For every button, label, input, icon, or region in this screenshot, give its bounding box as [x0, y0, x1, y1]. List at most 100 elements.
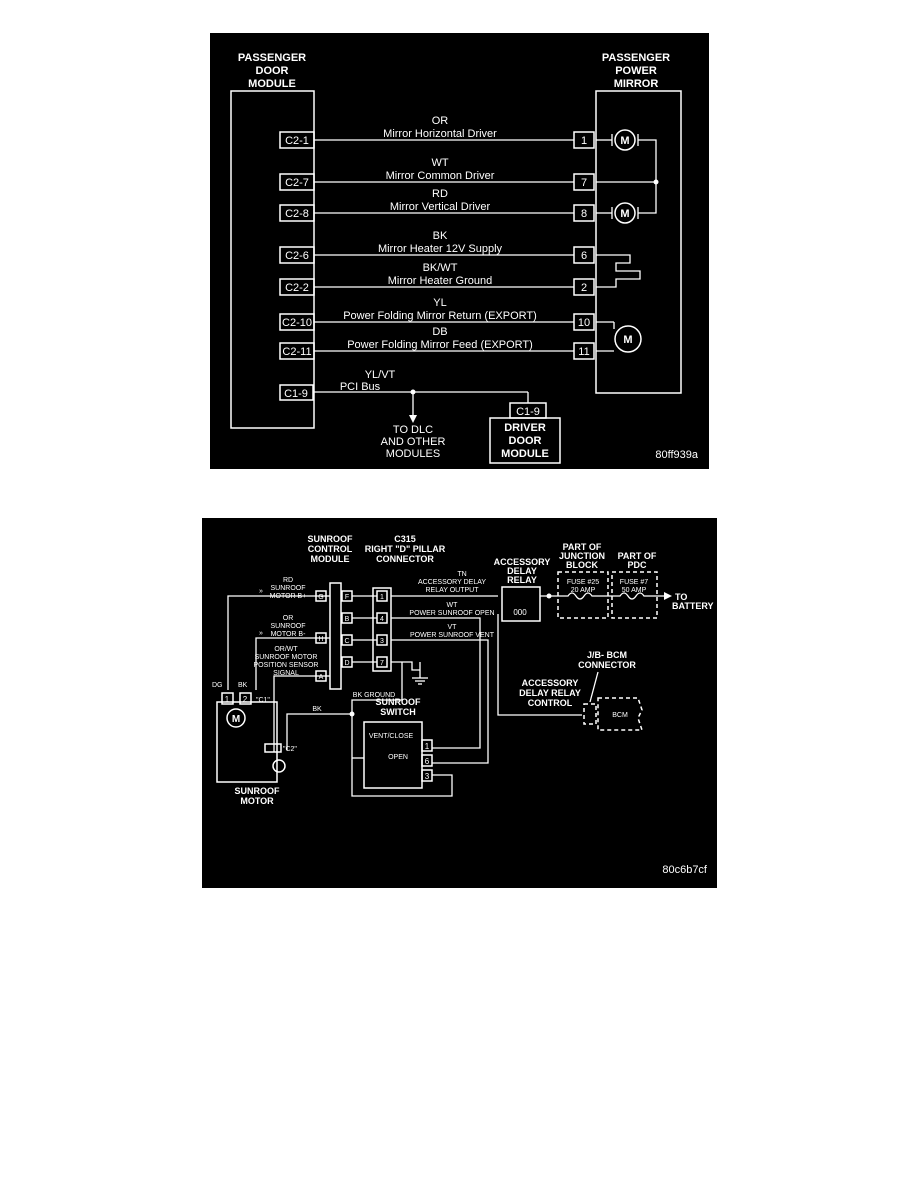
- relay-control-1: ACCESSORY: [522, 678, 579, 688]
- pin-label-right: 10: [578, 317, 590, 329]
- pin-label-left: C2-10: [282, 317, 312, 329]
- wire-color-label: BK/WT: [423, 262, 458, 274]
- relay-title-3: RELAY: [507, 575, 537, 585]
- pin-label-right: 6: [581, 250, 587, 262]
- pin-box-right: [573, 204, 595, 222]
- wire-name-label: Mirror Horizontal Driver: [383, 128, 497, 140]
- switch-title-1: SUNROOF: [376, 697, 422, 707]
- figure-id-1: 80ff939a: [655, 449, 699, 461]
- module-pin-label-right: F: [345, 594, 349, 601]
- pdc-title-1: PART OF: [618, 551, 657, 561]
- junction-title-3: BLOCK: [566, 560, 598, 570]
- pin-box-left: [279, 278, 315, 296]
- module-pin-label: A: [319, 674, 324, 681]
- connector-pin-label: 3: [380, 638, 384, 645]
- vent-close-label: VENT/CLOSE: [369, 733, 414, 740]
- motor-caption-1: SUNROOF: [235, 786, 281, 796]
- motor-label-horizontal: M: [620, 135, 629, 147]
- switch-pin-6: [421, 754, 433, 767]
- wt-label-1: WT: [447, 602, 459, 609]
- horizontal-motor: M: [596, 129, 657, 214]
- fuse25-symbol: [558, 592, 612, 600]
- tn-label-2: ACCESSORY DELAY: [418, 579, 486, 586]
- motor-pin-2-label: 2: [243, 695, 248, 704]
- dlc-text-2: AND OTHER: [381, 436, 446, 448]
- junction-title-1: PART OF: [563, 542, 602, 552]
- pin-box-left: [279, 246, 315, 264]
- fuse25-label-2: 20 AMP: [571, 587, 596, 594]
- bk-label-motor: BK: [238, 682, 248, 689]
- dlc-text-3: MODULES: [386, 448, 440, 460]
- control-module-title-3: MODULE: [311, 554, 350, 564]
- vertical-motor: M: [596, 202, 639, 224]
- junction-block-box: [557, 571, 609, 619]
- pin-c1-9-left: [279, 384, 314, 401]
- connector-title-3: CONNECTOR: [376, 554, 434, 564]
- mirror-wiring-svg: PASSENGER DOOR MODULE PASSENGER POWER MI…: [230, 52, 699, 464]
- rd-label-2: SUNROOF: [271, 585, 306, 592]
- module-pin-label: G: [318, 594, 323, 601]
- module-pin-label-right: B: [345, 616, 350, 623]
- motor-symbol: [226, 708, 246, 728]
- connector-title-2: RIGHT "D" PILLAR: [365, 544, 446, 554]
- pci-bus: C1-9 YL/VT PCI Bus C1-9 DRIVER DOOR MODU…: [279, 369, 561, 464]
- wire-name-label: Mirror Vertical Driver: [390, 201, 491, 213]
- tn-label-3: RELAY OUTPUT: [425, 587, 479, 594]
- pin-box-left: [279, 313, 315, 331]
- bus-name-label: PCI Bus: [340, 381, 381, 393]
- motor-label-folding: M: [623, 334, 632, 346]
- motor-pin-2: [239, 692, 252, 705]
- passenger-power-mirror-box: [595, 90, 682, 394]
- control-module-pins: G H A F B C D: [315, 590, 353, 682]
- c315-connector-body: [372, 587, 392, 672]
- relay-coil: 000: [513, 608, 527, 617]
- wire-color-label: WT: [431, 157, 448, 169]
- sunroof-motor-box: [216, 701, 278, 783]
- bk-ground-label: BK GROUND: [353, 692, 395, 699]
- relay-title-1: ACCESSORY: [494, 557, 551, 567]
- relay-control-3: CONTROL: [528, 698, 573, 708]
- figure-id-2: 80c6b7cf: [662, 864, 708, 876]
- motor-label-vertical: M: [620, 208, 629, 220]
- pin-c1-9-left-label: C1-9: [284, 388, 308, 400]
- wire-color-label: YL: [433, 297, 446, 309]
- bcm-connector-2: CONNECTOR: [578, 660, 636, 670]
- driver-door-module-box: [489, 417, 561, 464]
- pin-label-right: 8: [581, 208, 587, 220]
- connector-pin-label: 7: [380, 660, 384, 667]
- rd-label-1: RD: [283, 577, 293, 584]
- pin-box-left: [279, 131, 315, 149]
- mirror-wiring-diagram: PASSENGER DOOR MODULE PASSENGER POWER MI…: [210, 33, 709, 469]
- module-pin-label-right: D: [344, 660, 349, 667]
- fuse7-symbol: [612, 592, 664, 600]
- wire-color-label: OR: [432, 115, 449, 127]
- vt-label-2: POWER SUNROOF VENT: [410, 632, 495, 639]
- orwt-label-2: SUNROOF MOTOR: [255, 654, 318, 661]
- left-module-title-2: DOOR: [256, 65, 289, 77]
- open-label: OPEN: [388, 754, 408, 761]
- wire-name-label: Power Folding Mirror Feed (EXPORT): [347, 339, 533, 351]
- control-module-title-2: CONTROL: [308, 544, 353, 554]
- driver-module-2: DOOR: [509, 435, 542, 447]
- pin-box-right: [573, 173, 595, 191]
- to-battery-2: BATTERY: [672, 601, 714, 611]
- motor-sensor: [272, 759, 286, 773]
- orwt-label-3: POSITION SENSOR: [254, 662, 319, 669]
- module-pin-label: H: [318, 636, 323, 643]
- orwt-label-4: SIGNAL: [273, 670, 299, 677]
- switch-pin-1-label: 1: [425, 742, 430, 751]
- folding-motor: M: [596, 321, 642, 353]
- fuse25-label-1: FUSE #25: [567, 579, 599, 586]
- wire-name-label: Mirror Common Driver: [386, 170, 495, 182]
- wire-color-label: BK: [433, 230, 448, 242]
- switch-pin-3-label: 3: [425, 772, 430, 781]
- wire-name-label: Power Folding Mirror Return (EXPORT): [343, 310, 537, 322]
- right-module-title-3: MIRROR: [614, 78, 659, 90]
- or-label-1: OR: [283, 615, 294, 622]
- relay-title-2: DELAY: [507, 566, 537, 576]
- motor-caption-2: MOTOR: [240, 796, 274, 806]
- rd-arrow: »: [259, 588, 263, 595]
- module-pin-label-right: C: [344, 638, 349, 645]
- pin-box-right: [573, 342, 595, 360]
